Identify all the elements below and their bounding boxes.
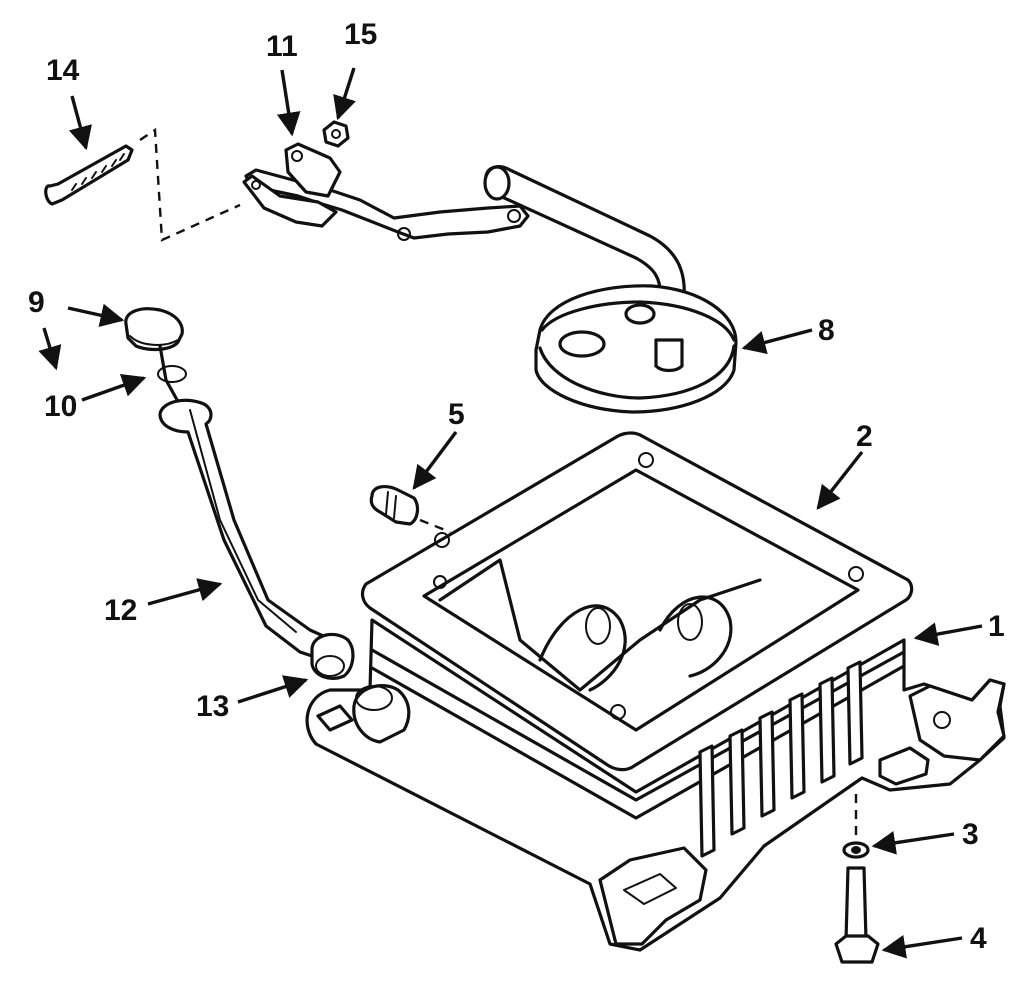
callout-12: 12: [104, 594, 137, 627]
arrow-12: [147, 578, 223, 606]
arrow-10: [81, 373, 147, 402]
callout-9: 9: [28, 286, 45, 319]
screw-part: [44, 144, 134, 206]
callout-arrows: [38, 67, 983, 959]
plug-part: [369, 485, 420, 526]
callout-8: 8: [818, 314, 835, 347]
callout-11: 11: [266, 30, 298, 63]
callout-4: 4: [970, 922, 987, 955]
arrow-3: [871, 831, 955, 855]
oil-pickup-assembly: [242, 120, 738, 414]
arrow-14: [68, 95, 92, 151]
arrow-9-10: [38, 327, 62, 371]
gasket-part: [360, 431, 914, 772]
arrow-8: [741, 328, 813, 355]
arrow-11: [276, 69, 301, 137]
arrow-2: [816, 450, 864, 510]
washer-part: [842, 841, 870, 859]
arrow-15: [333, 67, 356, 121]
callout-2: 2: [856, 420, 873, 453]
callout-10: 10: [44, 390, 77, 423]
callout-1: 1: [988, 610, 1005, 643]
callout-13: 13: [196, 690, 229, 723]
arrow-9: [67, 303, 125, 327]
dipstick-assembly: [124, 307, 355, 680]
callout-3: 3: [962, 818, 979, 851]
callout-14: 14: [46, 54, 80, 87]
oil-pan-part: [305, 558, 1006, 952]
bolt-part: [834, 866, 880, 964]
callout-labels: 14 11 15 9 10 8 5 2 12 1 13 3 4: [28, 18, 1005, 955]
callout-5: 5: [448, 398, 465, 431]
arrow-1: [913, 622, 983, 646]
arrow-4: [881, 934, 963, 959]
screw-alignment-line: [139, 127, 241, 242]
arrow-13: [237, 675, 309, 704]
plug-alignment-line: [419, 518, 451, 534]
callout-15: 15: [344, 18, 377, 51]
arrow-5: [412, 430, 458, 490]
